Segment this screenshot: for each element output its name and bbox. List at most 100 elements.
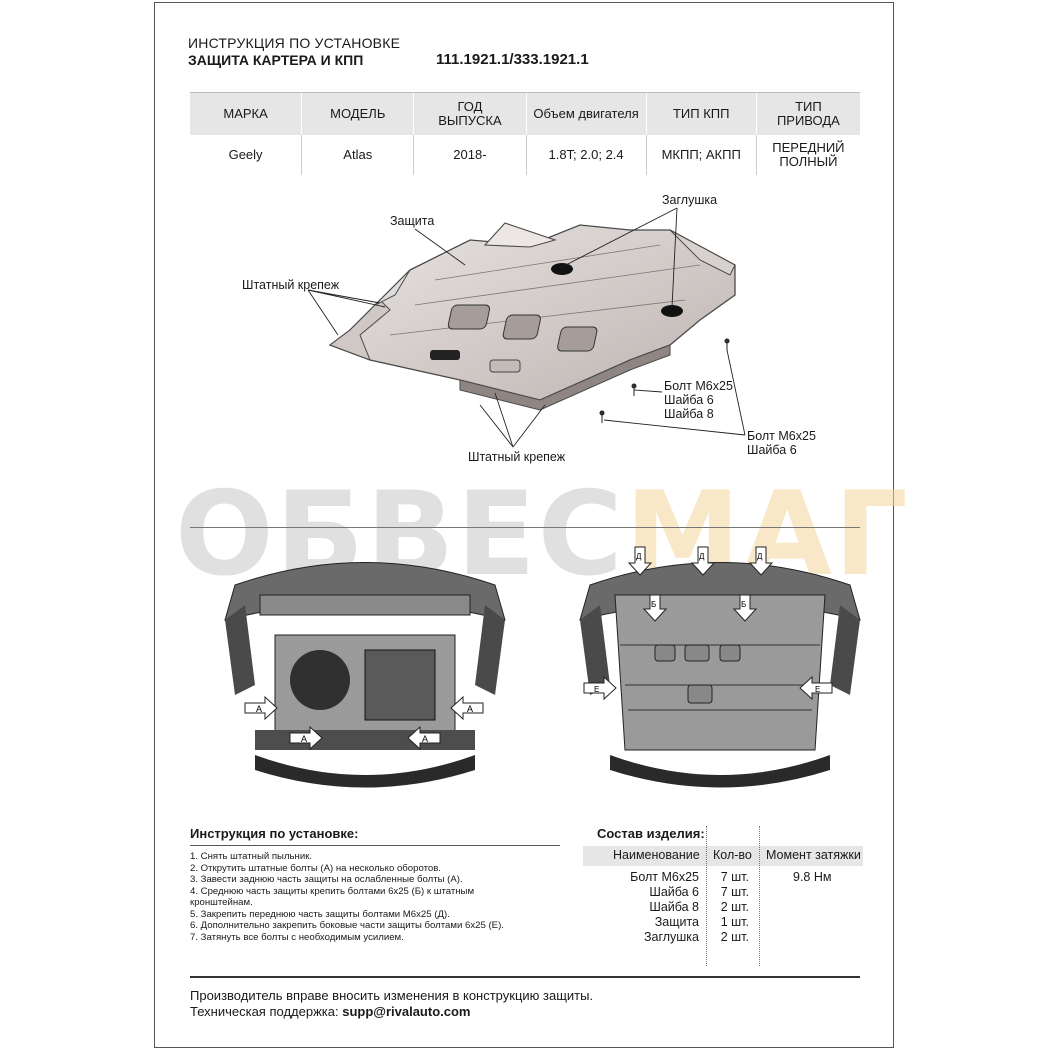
spec-value-text: 1.8T; 2.0; 2.4 xyxy=(548,147,624,162)
spec-value-text: МКПП; АКПП xyxy=(661,147,741,162)
bolt-group-1-line-3: Шайба 8 xyxy=(664,407,714,421)
col-torque: Момент затяжки xyxy=(766,848,861,862)
spec-header-text: МОДЕЛЬ xyxy=(330,106,386,121)
instruction-step: 1. Снять штатный пыльник. xyxy=(190,851,313,862)
composition-title: Состав изделия: xyxy=(597,826,705,841)
instruction-step: 3. Завести заднюю часть защиты на ослабл… xyxy=(190,874,463,885)
spec-header-text: ТИП КПП xyxy=(672,106,730,121)
marker-b-1: Б xyxy=(651,600,656,609)
marker-a-1: А xyxy=(256,704,262,714)
composition-item-qty: 2 шт. xyxy=(720,900,749,914)
composition-header: Наименование Кол-во Момент затяжки xyxy=(583,846,863,866)
plug-right xyxy=(661,305,683,317)
header-title: ЗАЩИТА КАРТЕРА И КПП xyxy=(188,52,364,68)
col-name: Наименование xyxy=(613,848,700,862)
instruction-sheet xyxy=(154,2,894,1048)
label-shtatny-top: Штатный крепеж xyxy=(242,278,340,292)
composition-item-name: Защита xyxy=(654,915,699,929)
footer-notice: Производитель вправе вносить изменения в… xyxy=(190,988,594,1003)
label-bolt-group-1: Болт М6х25 Шайба 6 Шайба 8 xyxy=(664,379,733,421)
support-label: Техническая поддержка: xyxy=(190,1004,339,1019)
footer-divider xyxy=(190,976,860,978)
spec-value-cell: 1.8T; 2.0; 2.4 xyxy=(527,135,647,175)
plug-left xyxy=(551,263,573,275)
marker-d-3: Д xyxy=(757,552,763,561)
composition-item-qty: 7 шт. xyxy=(720,885,749,899)
spec-value-text: Geely xyxy=(228,147,263,162)
col-qty: Кол-во xyxy=(713,848,752,862)
spec-header-text: Объем двигателя xyxy=(533,106,639,121)
bolt-group-2-line-1: Болт М6х25 xyxy=(747,429,816,443)
spec-value-text: 2018- xyxy=(453,147,487,162)
marker-e-1: Е xyxy=(594,685,599,694)
marker-a-3: А xyxy=(301,734,307,744)
composition-item-torque xyxy=(793,930,863,945)
composition-item-torque xyxy=(793,900,863,915)
spec-header-text: ВЫПУСКА xyxy=(438,113,502,128)
watermark: ОБВЕСМАГ xyxy=(175,477,908,593)
spec-header-cell: МОДЕЛЬ xyxy=(302,93,415,135)
label-zashchita: Защита xyxy=(390,214,435,228)
divider-1 xyxy=(706,826,707,966)
spec-header-text: МАРКА xyxy=(223,106,268,121)
composition-item-name: Шайба 8 xyxy=(649,900,699,914)
header-instruction: ИНСТРУКЦИЯ ПО УСТАНОВКЕ xyxy=(188,35,401,51)
watermark-divider xyxy=(190,527,860,528)
composition-item-torque xyxy=(793,915,863,930)
spec-value-text: Atlas xyxy=(343,147,373,162)
composition-item-name: Заглушка xyxy=(643,930,699,944)
composition-item-torque xyxy=(793,885,863,900)
spec-header-text: ГОД xyxy=(457,99,483,114)
composition-item-name: Болт М6х25 xyxy=(630,870,699,884)
instructions-steps: 1. Снять штатный пыльник.2. Открутить шт… xyxy=(190,851,570,943)
marker-d-1: Д xyxy=(636,552,642,561)
photo-after-install: Д Д Д Б Б Е Е xyxy=(579,546,861,788)
skid-plate-diagram xyxy=(307,207,746,448)
spec-value-cell: 2018- xyxy=(414,135,527,175)
instruction-step: кронштейнам. xyxy=(190,897,253,908)
bolt-group-1-line-2: Шайба 6 xyxy=(664,393,714,407)
spec-header-cell: ТИП КПП xyxy=(647,93,757,135)
label-zaglushka: Заглушка xyxy=(662,193,718,207)
bolt-group-2-line-2: Шайба 6 xyxy=(747,443,797,457)
spec-value-cell: Geely xyxy=(190,135,303,175)
marker-d-2: Д xyxy=(699,552,705,561)
support-email[interactable]: supp@rivalauto.com xyxy=(342,1004,471,1019)
spec-value-text: ПОЛНЫЙ xyxy=(779,154,838,169)
bolt-group-1-line-1: Болт М6х25 xyxy=(664,379,733,393)
instruction-step: 6. Дополнительно закрепить боковые части… xyxy=(190,920,504,931)
label-bolt-group-2: Болт М6х25 Шайба 6 xyxy=(747,429,816,457)
label-shtatny-bottom: Штатный крепеж xyxy=(468,450,566,464)
marker-a-2: А xyxy=(467,704,473,714)
spec-table-row: Geely Atlas 2018- 1.8T; 2.0; 2.4 МКПП; АКПП П… xyxy=(190,135,860,175)
spec-value-cell: Atlas xyxy=(302,135,415,175)
photo-before-install: А А А А xyxy=(224,562,506,788)
spec-header-text: ПРИВОДА xyxy=(776,113,840,128)
composition-item-qty: 7 шт. xyxy=(720,870,749,884)
composition-torque: 9.8 Нм xyxy=(765,870,863,945)
composition-item-qty: 2 шт. xyxy=(720,930,749,944)
instruction-step: 4. Среднюю часть защиты крепить болтами … xyxy=(190,885,475,897)
instructions-divider xyxy=(190,845,560,846)
marker-e-2: Е xyxy=(815,685,820,694)
spec-header-cell: Объем двигателя xyxy=(527,93,647,135)
instruction-step: 2. Открутить штатные болты (А) на нескол… xyxy=(190,862,441,874)
spec-value-text: ПЕРЕДНИЙ xyxy=(772,140,845,155)
composition-item-qty: 1 шт. xyxy=(720,915,749,929)
marker-b-2: Б xyxy=(741,600,746,609)
instruction-step: 5. Закрепить переднюю часть защиты болта… xyxy=(190,908,450,920)
composition-item-name: Шайба 6 xyxy=(649,885,699,899)
composition-qty: 7 шт.7 шт.2 шт.1 шт.2 шт. xyxy=(707,870,749,945)
spec-value-cell: МКПП; АКПП xyxy=(647,135,757,175)
spec-header-cell: МАРКА xyxy=(190,93,303,135)
instructions-title: Инструкция по установке: xyxy=(190,826,359,841)
divider-2 xyxy=(759,826,760,966)
footer-support: Техническая поддержка: supp@rivalauto.co… xyxy=(190,1004,470,1019)
spec-header-text: ТИП xyxy=(795,99,822,114)
part-code: 111.1921.1/333.1921.1 xyxy=(436,51,589,68)
